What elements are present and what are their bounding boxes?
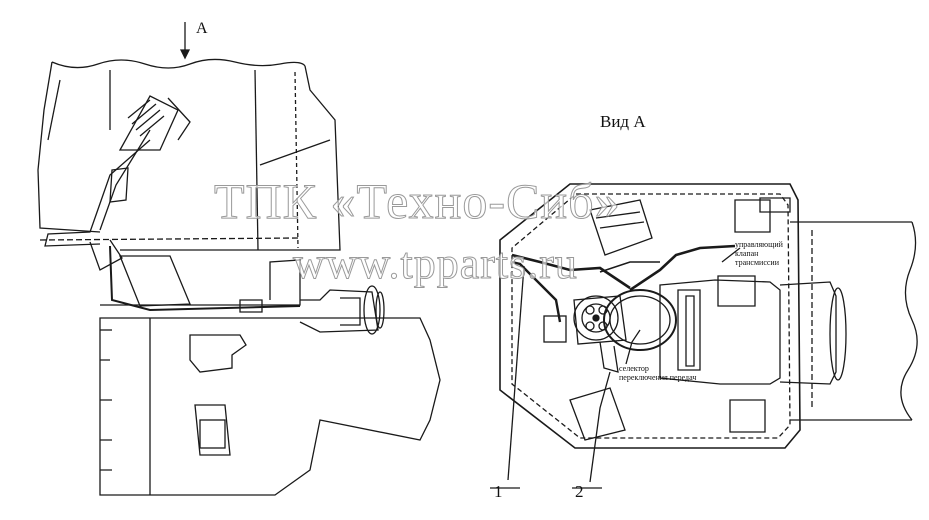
watermark-url: www.tpparts.ru (293, 239, 578, 289)
selector-label-line2: переключения передач (619, 373, 697, 382)
selector-label: селектор переключения передач (619, 364, 696, 382)
valve-label-line2: клапан (735, 249, 759, 258)
callout-2: 2 (575, 482, 584, 501)
plan-view (490, 183, 918, 489)
valve-label-line3: трансмиссии (735, 258, 779, 267)
watermark-company: ТПК «Техно-Сиб» (214, 173, 621, 230)
view-title: Вид А (600, 112, 646, 131)
callout-1: 1 (494, 482, 503, 501)
valve-label: управляющий клапан трансмиссии (735, 240, 783, 267)
selector-label-line1: селектор (619, 364, 649, 373)
side-view (37, 22, 441, 496)
valve-label-line1: управляющий (735, 240, 783, 249)
view-direction-label: А (196, 20, 208, 37)
